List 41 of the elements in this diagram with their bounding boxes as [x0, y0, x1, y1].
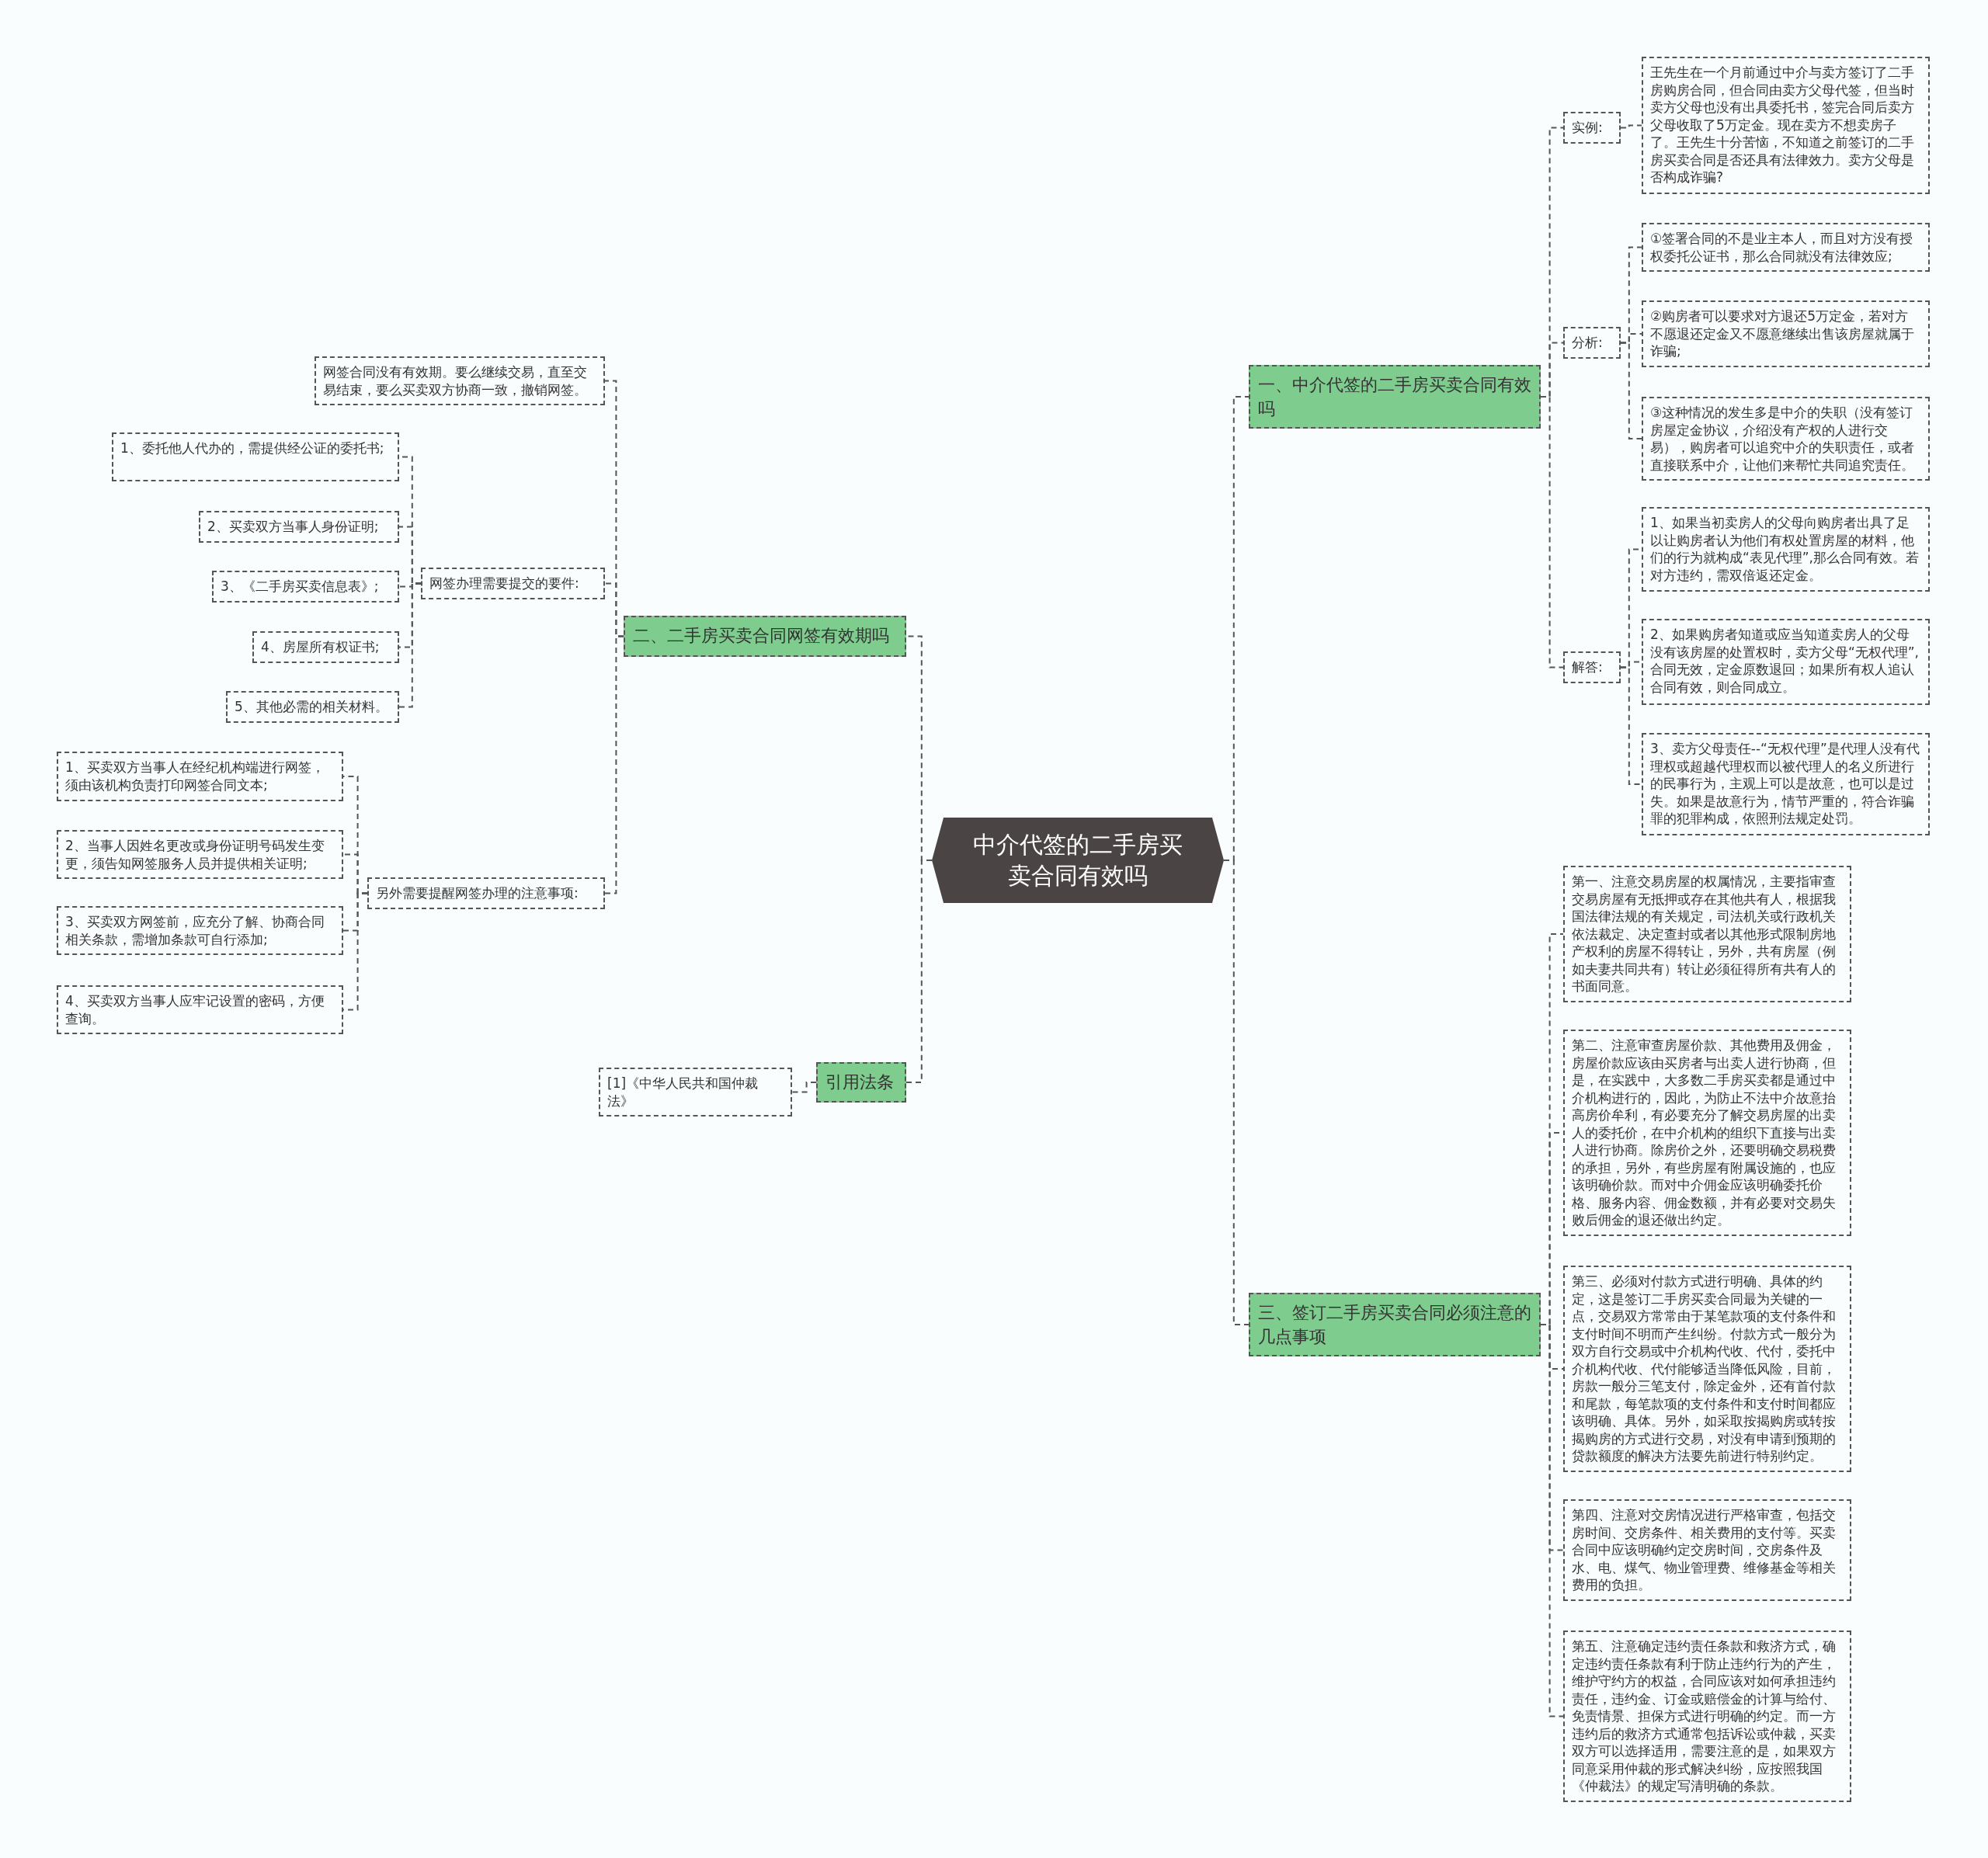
topic-box: 3、《二手房买卖信息表》;: [212, 571, 399, 603]
topic-box: 2、买卖双方当事人身份证明;: [199, 511, 399, 543]
connector-line: [905, 860, 933, 1083]
connector-line: [1620, 124, 1642, 129]
topic-box: 分析:: [1563, 327, 1621, 359]
branch-topic-box: 三、签订二手房买卖合同必须注意的几点事项: [1249, 1293, 1541, 1356]
topic-box: 网签合同没有有效期。要么继续交易，直至交易结束，要么买卖双方协商一致，撤销网签。: [315, 356, 605, 405]
topic-box: 1、买卖双方当事人在经纪机构端进行网签，须由该机构负责打印网签合同文本;: [57, 752, 343, 801]
branch-topic-box: 引用法条: [816, 1062, 906, 1103]
topic-box: ③这种情况的发生多是中介的失职（没有签订房屋定金协议，介绍没有产权的人进行交易），购房者可以追究中介的失职责任，或者直接联系中介，让他们来帮忙共同追究责任。: [1642, 397, 1930, 481]
connector-line: [604, 635, 624, 894]
topic-box: 4、房屋所有权证书;: [252, 631, 399, 663]
topic-box: 第三、必须对付款方式进行明确、具体的约定，这是签订二手房买卖合同最为关键的一点，交易双方常常由于某笔款项的支付条件和支付时间不明而产生纠纷。付款方式一般分为双方自行交易或中介机构代收、代付，委托中介机构代收、代付能够适当降低风险，目前，房款一般分三笔支付，除定金外，还有首付款和尾款，每笔款项的支付条件和支付时间都应该明确、具体。另外，如采取按揭购房或转按揭购房的方式进行交易，对没有申请到预期的贷款额度的解决方法要先前进行特别约定。: [1563, 1266, 1851, 1472]
topic-box: 第二、注意审查房屋价款、其他费用及佣金，房屋价款应该由买房者与出卖人进行协商，但是，在实践中，大多数二手房买卖都是通过中介机构进行的，因此，为防止不法中介故意抬高房价牟利，有必要充分了解交易房屋的出卖人的委托价，在中介机构的组织下直接与出卖人进行协商。除房价之外，还要明确交易税费的承担，另外，有些房屋有附属设施的，也应该明确价款。而对中介佣金应该明确委托价格、服务内容、佣金数额，并有必要对交易失败后佣金的退还做出约定。: [1563, 1030, 1851, 1236]
topic-box: 2、当事人因姓名更改或身份证明号码发生变更，须告知网签服务人员并提供相关证明;: [57, 830, 343, 879]
central-topic: 中介代签的二手房买卖合同有效吗: [932, 818, 1224, 903]
topic-box: ②购房者可以要求对方退还5万定金，若对方不愿退还定金又不愿意继续出售该房屋就属于诈骗;: [1642, 300, 1930, 367]
topic-box: 2、如果购房者知道或应当知道卖房人的父母没有该房屋的处置权时，卖方父母“无权代理”,合同无效，定金原数退回；如果所有权人追认合同有效，则合同成立。: [1642, 619, 1930, 705]
topic-box: 3、买卖双方网签前，应充分了解、协商合同相关条款，需增加条款可自行添加;: [57, 906, 343, 955]
topic-box: 1、委托他人代办的，需提供经公证的委托书;: [112, 432, 399, 481]
topic-box: 第四、注意对交房情况进行严格审查，包括交房时间、交房条件、相关费用的支付等。买卖合同中应该明确约定交房时间，交房条件及水、电、煤气、物业管理费、维修基金等相关费用的负担。: [1563, 1499, 1851, 1601]
connector-line: [791, 1082, 817, 1093]
connector-line: [1620, 666, 1642, 785]
connector-line: [1620, 342, 1642, 439]
branch-topic-box: 一、中介代签的二手房买卖合同有效吗: [1249, 365, 1541, 429]
topic-box: 第一、注意交易房屋的权属情况，主要指审查交易房屋有无抵押或存在其他共有人，根据我国法律法规的有关规定，司法机关或行政机关依法裁定、决定查封或者以其他形式限制房地产权利的房屋不得转让，另外，共有房屋（例如夫妻共同共有）转让必须征得所有共有人的书面同意。: [1563, 866, 1851, 1002]
topic-box: 1、如果当初卖房人的父母向购房者出具了足以让购房者认为他们有权处置房屋的材料，他们的行为就构成“表见代理”,那么合同有效。若对方违约，需双倍返还定金。: [1642, 507, 1930, 592]
topic-box: 4、买卖双方当事人应牢记设置的密码，方便查询。: [57, 985, 343, 1034]
branch-topic-box: 二、二手房买卖合同网签有效期吗: [624, 616, 906, 657]
topic-box: 实例:: [1563, 112, 1621, 144]
topic-box: 第五、注意确定违约责任条款和救济方式，确定违约责任条款有利于防止违约行为的产生，维护守约方的权益，合同应该对如何承担违约责任，违约金、订金或赔偿金的计算与给付、免责情景、担保方式进行明确的约定。而一方违约后的救济方式通常包括诉讼或仲裁，买卖双方可以选择适用，需要注意的是，如果双方同意采用仲裁的形式解决纠纷，应按照我国《仲裁法》的规定写清明确的条款。: [1563, 1631, 1851, 1802]
topic-box: 5、其他必需的相关材料。: [226, 691, 399, 723]
topic-box: [1]《中华人民共和国仲裁法》: [599, 1068, 792, 1117]
topic-box: 3、卖方父母责任--“无权代理”是代理人没有代理权或超越代理权而以被代理人的名义所进行的民事行为，主观上可以是故意，也可以是过失。如果是故意行为，情节严重的，符合诈骗罪的犯罪构成，依照刑法规定处罚。: [1642, 733, 1930, 835]
topic-box: 网签办理需要提交的要件:: [421, 568, 605, 599]
topic-box: 解答:: [1563, 651, 1621, 683]
topic-box: ①签署合同的不是业主本人，而且对方没有授权委托公证书，那么合同就没有法律效应;: [1642, 223, 1930, 272]
connector-line: [1540, 396, 1564, 669]
topic-box: 王先生在一个月前通过中介与卖方签订了二手房购房合同，但合同由卖方父母代签，但当时卖方父母也没有出具委托书，签完合同后卖方父母收取了5万定金。现在卖方不想卖房子了。王先生十分苦恼，不知道之前签订的二手房买卖合同是否还具有法律效力。卖方父母是否构成诈骗?: [1642, 57, 1930, 194]
topic-box: 另外需要提醒网签办理的注意事项:: [367, 877, 605, 909]
connector-line: [398, 582, 422, 708]
